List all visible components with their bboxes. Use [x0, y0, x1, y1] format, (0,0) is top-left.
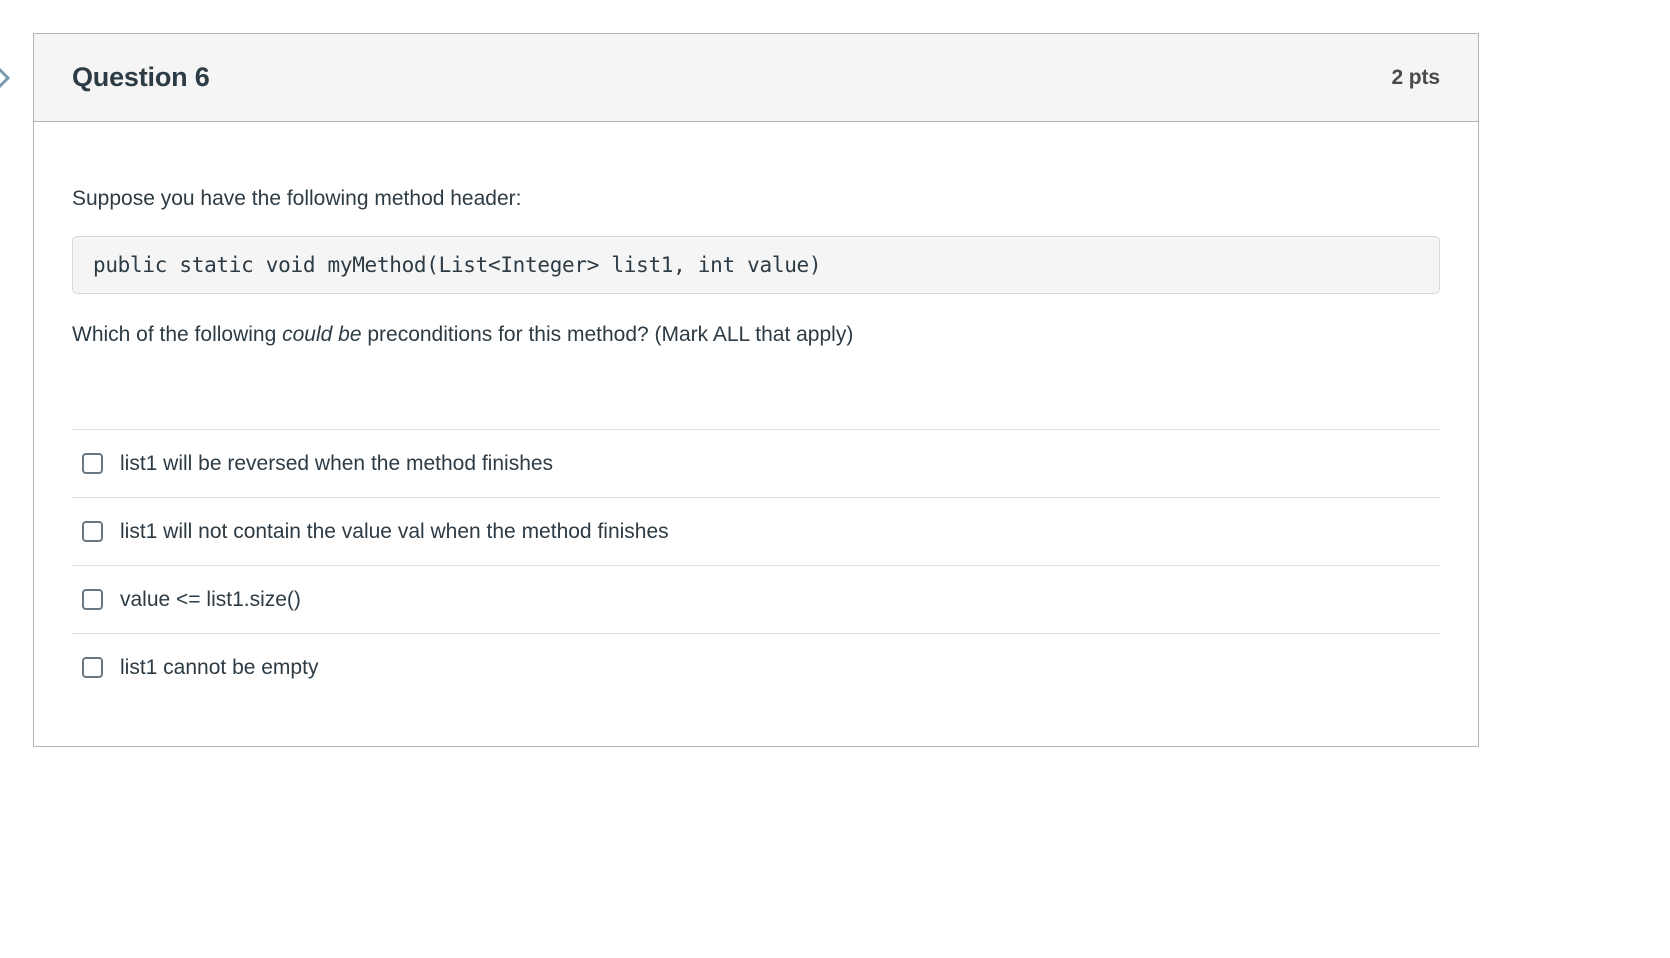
collapse-chevron-icon[interactable]: [0, 58, 14, 98]
answer-label: list1 will not contain the value val whe…: [120, 519, 669, 543]
method-header-code: public static void myMethod(List<Integer…: [93, 253, 822, 278]
checkbox-icon[interactable]: [82, 657, 103, 679]
answer-label: list1 will be reversed when the method f…: [120, 451, 554, 475]
prompt-text: Suppose you have the following method he…: [72, 187, 522, 210]
question-text-suffix: preconditions for this method? (Mark ALL…: [361, 323, 854, 347]
question-header: Question 6 2 pts: [34, 34, 1478, 122]
answer-option[interactable]: list1 will not contain the value val whe…: [72, 498, 1440, 566]
question-text: Which of the following could be precondi…: [72, 320, 1440, 350]
question-text-emphasis: could be: [282, 323, 362, 347]
answer-option[interactable]: list1 cannot be empty: [72, 634, 1440, 702]
question-card: Question 6 2 pts Suppose you have the fo…: [33, 33, 1479, 747]
question-text-prefix: Which of the following: [72, 323, 283, 347]
question-points: 2 pts: [1391, 65, 1440, 89]
question-title: Question 6: [72, 62, 210, 92]
checkbox-icon[interactable]: [82, 588, 103, 610]
checkbox-icon[interactable]: [82, 452, 103, 474]
answer-list: list1 will be reversed when the method f…: [72, 428, 1440, 702]
checkbox-icon[interactable]: [82, 520, 103, 542]
answer-option[interactable]: value <= list1.size(): [72, 566, 1440, 634]
answer-label: list1 cannot be empty: [120, 656, 319, 680]
question-body: Suppose you have the following method he…: [34, 122, 1478, 746]
answer-label: value <= list1.size(): [120, 587, 301, 611]
answer-option[interactable]: list1 will be reversed when the method f…: [72, 430, 1440, 498]
code-block: public static void myMethod(List<Integer…: [72, 236, 1440, 295]
